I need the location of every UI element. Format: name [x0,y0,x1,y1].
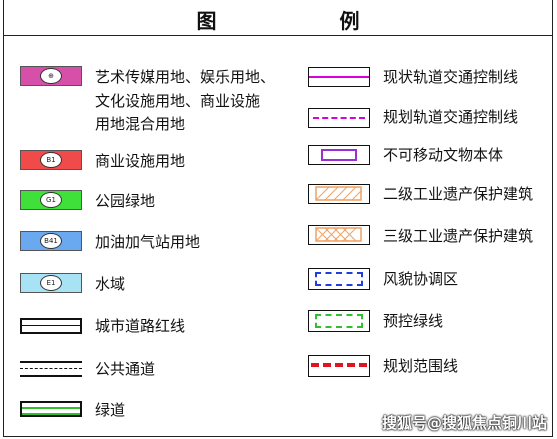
commercial-badge: B1 [40,152,62,168]
public-passage-symbol [20,361,82,377]
mixed-use-land-swatch: ⊕ [20,66,82,86]
water-badge: E1 [40,275,62,291]
park-badge: G1 [40,192,62,208]
pre-control-green-line-label: 预控绿线 [383,312,444,330]
mixed-use-badge-icon: ⊕ [40,68,62,84]
road-red-line-label: 城市道路红线 [95,317,186,335]
legend-title: 图 例 [196,9,418,33]
commercial-land-label: 商业设施用地 [95,152,186,170]
title-band: 图 例 [4,0,552,36]
planning-boundary-symbol [308,355,370,377]
mixed-use-land-label-2: 文化设施用地、商业设施 [95,92,261,110]
public-passage-label: 公共通道 [95,360,156,378]
existing-rail-line-label: 现状轨道交通控制线 [383,68,519,86]
park-green-swatch: G1 [20,190,82,210]
water-area-swatch: E1 [20,273,82,293]
relic-symbol [308,145,370,165]
greenway-symbol [20,401,82,417]
relic-label: 不可移动文物本体 [383,146,504,164]
existing-rail-line-symbol [308,67,370,87]
planning-boundary-label: 规划范围线 [383,357,459,375]
legend-frame: 图 例 [3,0,553,437]
water-area-label: 水域 [95,275,126,293]
mixed-use-land-label-3: 用地混合用地 [95,115,186,133]
park-green-label: 公园绿地 [95,192,156,210]
style-coordination-zone-label: 风貌协调区 [383,270,459,288]
style-coordination-zone-symbol [308,268,370,290]
level2-heritage-symbol [308,184,370,204]
level2-heritage-label: 二级工业遗产保护建筑 [383,185,534,203]
level3-heritage-label: 三级工业遗产保护建筑 [383,227,534,245]
road-red-line-symbol [20,318,82,334]
gas-station-badge: B41 [40,233,62,249]
commercial-land-swatch: B1 [20,150,82,170]
gas-station-land-swatch: B41 [20,231,82,251]
gas-station-land-label: 加油加气站用地 [95,233,201,251]
pre-control-green-line-symbol [308,310,370,332]
mixed-use-land-label-1: 艺术传媒用地、娱乐用地、 [95,68,276,86]
greenway-label: 绿道 [95,401,126,419]
level3-heritage-symbol [308,225,370,245]
watermark: 搜狐号@搜狐焦点铜川站 [381,414,547,432]
planned-rail-line-symbol [308,108,370,128]
planned-rail-line-label: 规划轨道交通控制线 [383,108,519,126]
